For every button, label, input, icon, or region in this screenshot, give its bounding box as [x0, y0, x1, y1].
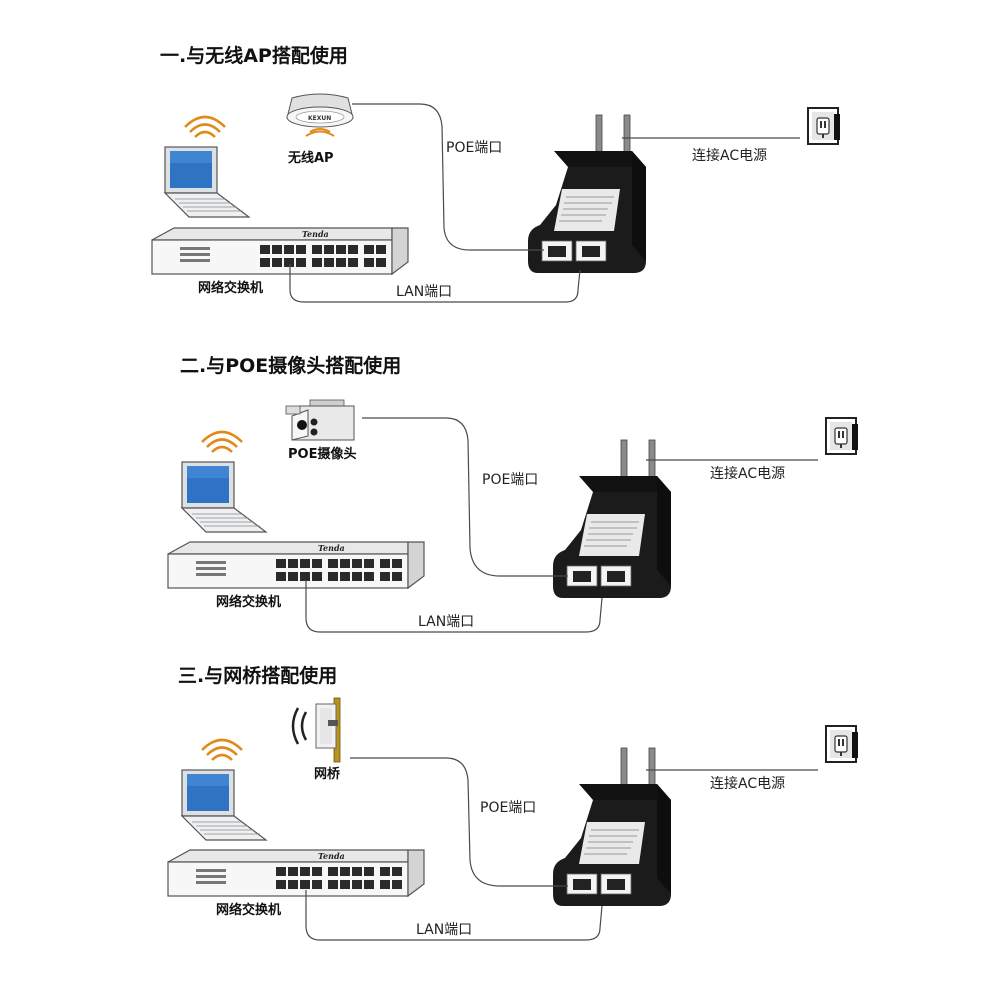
switch-label: 网络交换机	[216, 902, 281, 918]
poe-cable	[362, 417, 568, 577]
poe-adapter-icon	[552, 747, 672, 907]
poe-port-label: POE端口	[446, 140, 502, 156]
lan-port-label: LAN端口	[396, 284, 452, 300]
lan-cable	[305, 580, 603, 633]
poe-port-label: POE端口	[482, 472, 538, 488]
network-switch-icon	[151, 227, 409, 275]
wall-outlet-icon	[825, 725, 859, 763]
wall-outlet-icon	[807, 107, 841, 145]
laptop-icon	[180, 738, 268, 842]
switch-label: 网络交换机	[216, 594, 281, 610]
poe-cable	[352, 103, 544, 251]
lan-cable	[289, 264, 581, 303]
poe-adapter-icon	[552, 439, 672, 599]
ac-power-label: 连接AC电源	[710, 465, 785, 482]
network-switch-icon	[167, 849, 425, 897]
section-1: 一.与无线AP搭配使用 无线AP 网络交换机 POE端口 连接AC电源 LAN端…	[151, 44, 841, 303]
lan-port-label: LAN端口	[418, 614, 474, 630]
device-label: 无线AP	[287, 150, 334, 166]
section-2: 二.与POE摄像头搭配使用 POE摄像头 网络交换机 POE端口 连接AC电源 …	[167, 354, 859, 633]
wall-outlet-icon	[825, 417, 859, 455]
switch-label: 网络交换机	[198, 280, 263, 296]
network-switch-icon	[167, 541, 425, 589]
laptop-icon	[163, 115, 251, 219]
section-3: 三.与网桥搭配使用 网桥 网络交换机 POE端口 连接AC电源 LAN端口	[167, 664, 859, 941]
section-title: 一.与无线AP搭配使用	[160, 44, 348, 67]
section-title: 二.与POE摄像头搭配使用	[180, 354, 401, 377]
device-label: POE摄像头	[288, 446, 356, 462]
camera-icon	[285, 399, 355, 441]
lan-port-label: LAN端口	[416, 922, 472, 938]
lan-cable	[305, 890, 603, 941]
device-label: 网桥	[314, 766, 341, 782]
poe-cable	[350, 757, 568, 887]
ac-power-label: 连接AC电源	[692, 147, 767, 164]
bridge-antenna-icon	[291, 696, 342, 764]
wireless-ap-icon	[286, 93, 354, 137]
poe-port-label: POE端口	[480, 800, 536, 816]
section-title: 三.与网桥搭配使用	[178, 664, 337, 687]
poe-adapter-icon	[527, 114, 647, 274]
ac-power-label: 连接AC电源	[710, 775, 785, 792]
laptop-icon	[180, 430, 268, 534]
